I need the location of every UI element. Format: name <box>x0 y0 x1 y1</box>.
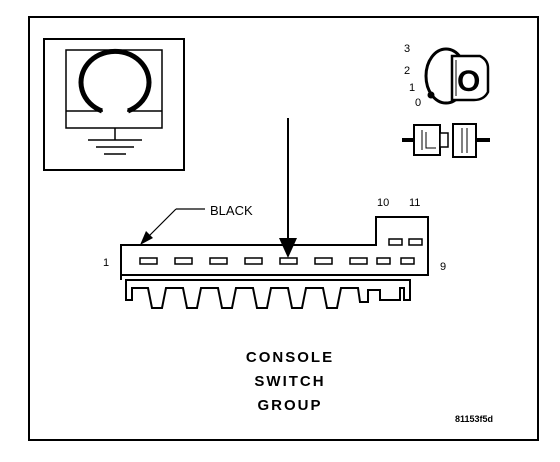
outer-frame <box>28 16 539 441</box>
ground-symbol-icon <box>43 38 185 171</box>
title-line-2: SWITCH <box>254 373 325 390</box>
ignition-key-icon: 3 2 1 0 O <box>404 43 490 109</box>
pin-label-first: 1 <box>103 257 109 269</box>
pin-slot <box>314 257 333 265</box>
pin-slot <box>139 257 158 265</box>
figure-id: 81153f5d <box>455 414 493 424</box>
label-arrowhead <box>140 231 153 245</box>
connector-halves-icon <box>402 123 490 158</box>
pin-slot <box>349 257 368 265</box>
pin-slot <box>388 238 403 246</box>
pin-slot <box>400 257 415 265</box>
pin-label-10: 10 <box>377 197 389 209</box>
wire-color-label: BLACK <box>210 203 253 218</box>
pin-slot <box>408 238 423 246</box>
ignition-position-3: 3 <box>404 43 410 55</box>
title-line-1: CONSOLE <box>246 349 334 366</box>
terminal-comb <box>120 275 411 309</box>
ignition-position-0: 0 <box>415 97 421 109</box>
pin-slot <box>376 257 391 265</box>
switch-letter: O <box>457 65 480 98</box>
pin-slot <box>174 257 193 265</box>
pin-slot <box>209 257 228 265</box>
title-line-3: GROUP <box>257 397 322 414</box>
connector-body <box>120 216 429 276</box>
pin-slot <box>279 257 298 265</box>
pointer-arrowhead <box>279 238 297 258</box>
label-leader-diagonal <box>146 208 177 239</box>
pin-label-last: 9 <box>440 261 446 273</box>
pin-label-11: 11 <box>409 197 420 209</box>
pin-slot <box>244 257 263 265</box>
ignition-position-2: 2 <box>404 65 410 77</box>
ignition-position-1: 1 <box>409 82 415 94</box>
